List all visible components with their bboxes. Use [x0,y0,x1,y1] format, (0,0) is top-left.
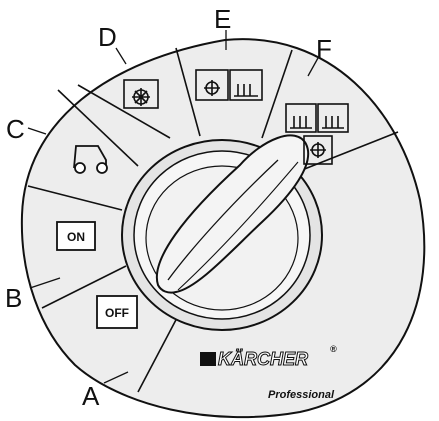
broom-and-side-brush-icon [195,69,263,101]
side-brushes-and-broom-icon [285,103,349,165]
on-label: ON [67,230,85,244]
brand-tagline: Professional [268,389,335,401]
main-broom-icon [123,79,159,109]
karcher-logo: KÄRCHER ® Professional [200,344,337,401]
callout-f: F [316,34,332,64]
knob-grip-line [167,159,279,281]
off-position[interactable]: OFF [96,295,138,329]
on-position[interactable]: ON [56,221,96,251]
callout-leaders [27,30,319,384]
knob-grip-line-2 [177,161,299,291]
callout-e: E [214,4,231,34]
registered-mark: ® [330,344,337,354]
callout-b: B [5,283,22,313]
callout-a: A [82,381,100,411]
drive-mode-icon [73,145,108,174]
callout-d: D [98,22,117,52]
callout-c: C [6,114,25,144]
brand-name: KÄRCHER [218,349,308,369]
off-label: OFF [105,306,129,320]
rotary-knob[interactable] [155,134,310,294]
